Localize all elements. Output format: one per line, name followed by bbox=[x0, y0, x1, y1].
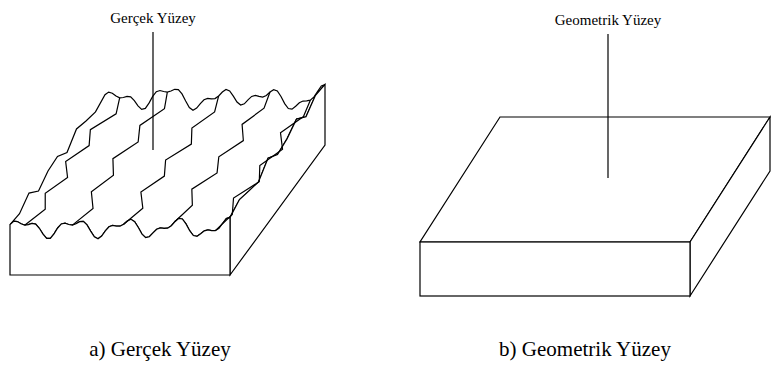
side-face bbox=[690, 117, 770, 296]
figure-caption: b) Geometrik Yüzey bbox=[499, 337, 671, 361]
leader-line bbox=[607, 34, 608, 178]
front-face bbox=[420, 242, 690, 296]
surface-ridge bbox=[25, 98, 120, 225]
surface-ridge bbox=[175, 92, 270, 221]
surface-ridge bbox=[124, 96, 219, 224]
figure-caption: a) Gerçek Yüzey bbox=[89, 337, 230, 361]
front-face bbox=[10, 217, 230, 275]
rough-block bbox=[10, 84, 325, 275]
leader-line bbox=[152, 32, 153, 150]
surface-label: Geometrik Yüzey bbox=[555, 12, 662, 29]
surface-ridge bbox=[215, 100, 310, 230]
surface-label: Gerçek Yüzey bbox=[110, 10, 196, 27]
geometric-block bbox=[420, 117, 770, 296]
side-face bbox=[230, 84, 325, 275]
